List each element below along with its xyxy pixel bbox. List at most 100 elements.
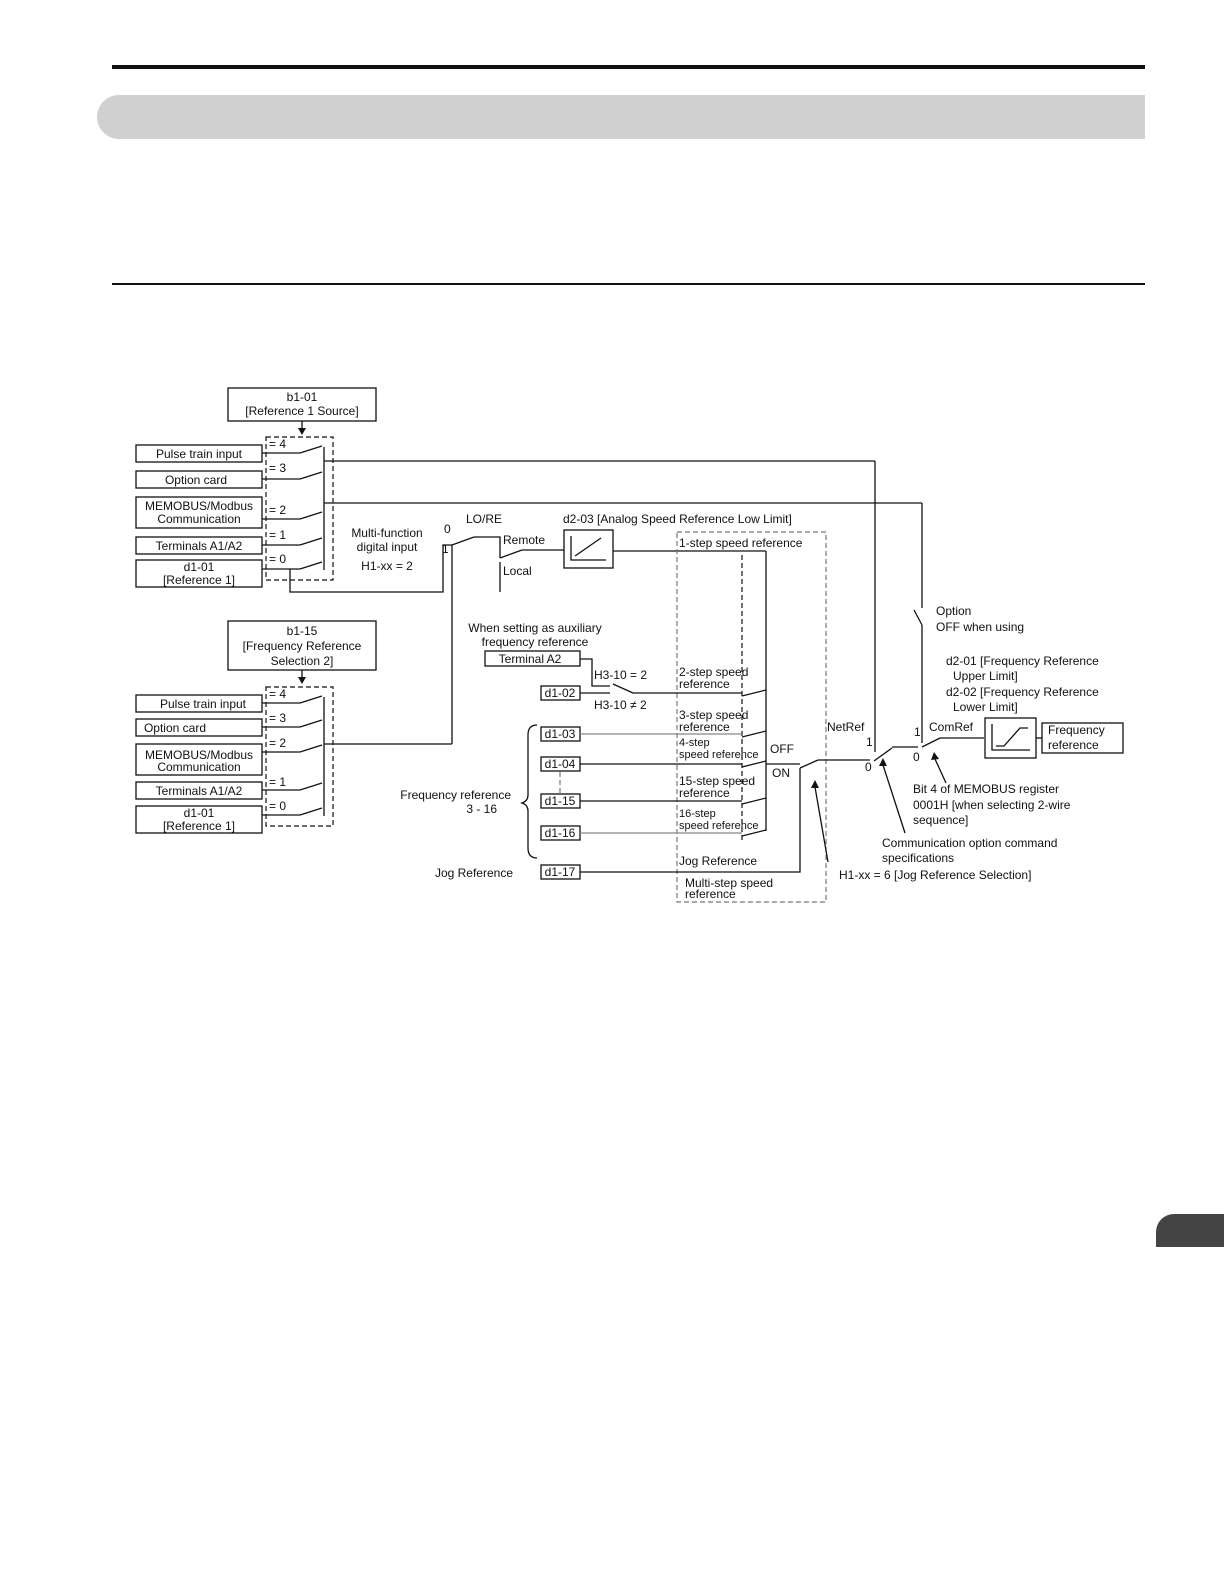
limits-upper-2: Upper Limit] [953,669,1018,683]
multi-step-speed-region [676,531,827,903]
aux-label-2: frequency reference [482,635,589,649]
mfdi-label-3: H1-xx = 2 [361,559,413,573]
group1-to-mfdi [289,544,452,593]
eq0-label-1: = 0 [269,552,286,566]
option-switch [913,609,923,626]
eq1-label-1: = 1 [269,528,286,542]
step3-label-b: reference [679,720,730,734]
comm-arrowhead [879,758,887,766]
d101-label-2b: [Reference 1] [163,819,235,833]
step15-contact [741,797,767,805]
d101-label-2a: d1-01 [184,806,215,820]
jog-ref-label: Jog Reference [679,854,757,868]
terminal-a2-label: Terminal A2 [499,652,562,666]
step4-label-b: speed reference [679,749,759,761]
step3-contact [741,730,767,738]
step16-label-a: 16-step [679,808,716,820]
comref-zero: 0 [913,750,920,764]
comm-pointer [882,764,906,834]
jog-left-label: Jog Reference [435,866,513,880]
step15-label-a: 15-step speed [679,774,755,788]
b115-desc-1: [Frequency Reference [243,639,362,653]
output-label-2: reference [1048,738,1099,752]
d101-label-1a: d1-01 [184,560,215,574]
limits-upper-1: d2-01 [Frequency Reference [946,654,1099,668]
d102-label: d1-02 [545,686,576,700]
jog-switch [799,759,819,769]
eq0-label-2: = 0 [269,799,286,813]
step3-label-a: 3-step speed [679,708,748,722]
option-card-label-2: Option card [144,721,206,735]
pulse-train-label-1: Pulse train input [156,447,243,461]
terminals-label-2: Terminals A1/A2 [156,784,243,798]
step2-label-a: 2-step speed [679,665,748,679]
b115-desc-2: Selection 2] [271,654,334,668]
netref-one: 1 [866,735,873,749]
memobus-box-1 [135,496,263,529]
step4-contact [741,760,767,768]
bit4-arrowhead [931,752,939,760]
b101-label: b1-01 [287,390,318,404]
lore-remote: Remote [503,533,545,547]
h310-eq-label: H3-10 = 2 [594,668,647,682]
mfdi-to-lore [474,536,501,558]
aux-label-1: When setting as auxiliary [468,621,601,635]
lore-label: LO/RE [466,512,502,526]
section-rule [112,283,1145,285]
b101-desc: [Reference 1 Source] [245,404,358,418]
d115-label: d1-15 [545,794,576,808]
jog-on-label: ON [772,766,790,780]
comm-note-1: Communication option command [882,836,1057,850]
bit4-note-1: Bit 4 of MEMOBUS register [913,782,1059,796]
multi-step-label-b: reference [685,887,736,901]
comref-switch [921,737,941,748]
option-note-1: Option [936,604,971,618]
d103-label: d1-03 [545,727,576,741]
h1jog-pointer [814,786,829,863]
b101-switch-group [265,436,334,581]
terminals-label-1: Terminals A1/A2 [156,539,243,553]
b101-arrowhead [298,428,306,435]
step2-contact [741,689,767,697]
b115-box [227,620,377,671]
output-label-1: Frequency [1048,723,1105,737]
bit4-note-3: sequence] [913,813,968,827]
mfdi-switch [451,536,475,546]
d101-label-1b: [Reference 1] [163,573,235,587]
option-note-2: OFF when using [936,620,1024,634]
memobus-label-2b: Communication [157,760,240,774]
d116-label: d1-16 [545,826,576,840]
eq3-label-1: = 3 [269,461,286,475]
d117-label: d1-17 [545,865,576,879]
eq2-label-1: = 2 [269,503,286,517]
top-rule [112,65,1145,69]
b101-switches [262,445,325,570]
d104-label: d1-04 [545,757,576,771]
frequency-reference-output-box [1041,722,1124,754]
d203-label: d2-03 [Analog Speed Reference Low Limit] [563,512,792,526]
d101-box-2 [135,805,263,834]
b115-label: b1-15 [287,624,318,638]
eq2-label-2: = 2 [269,736,286,750]
netref-switch [873,747,893,762]
d101-box-1 [135,559,263,588]
d203-limiter-axes [570,536,606,561]
limits-lower-2: Lower Limit] [953,700,1018,714]
step16-label-b: speed reference [679,820,759,832]
d203-limiter-ramp [574,537,602,557]
bit4-pointer [934,758,947,784]
eq4-label-1: = 4 [269,437,286,451]
eq1-label-2: = 1 [269,775,286,789]
option-card-label-1: Option card [165,473,227,487]
lore-local: Local [503,564,532,578]
comm-note-2: specifications [882,851,954,865]
netref-label: NetRef [827,720,865,734]
chapter-tab [1156,1214,1224,1247]
b101-box [227,387,377,422]
mfdi-zero: 0 [444,522,451,536]
section-header-band [97,95,1145,139]
h310-ne-label: H3-10 ≠ 2 [594,698,647,712]
comref-label: ComRef [929,720,974,734]
